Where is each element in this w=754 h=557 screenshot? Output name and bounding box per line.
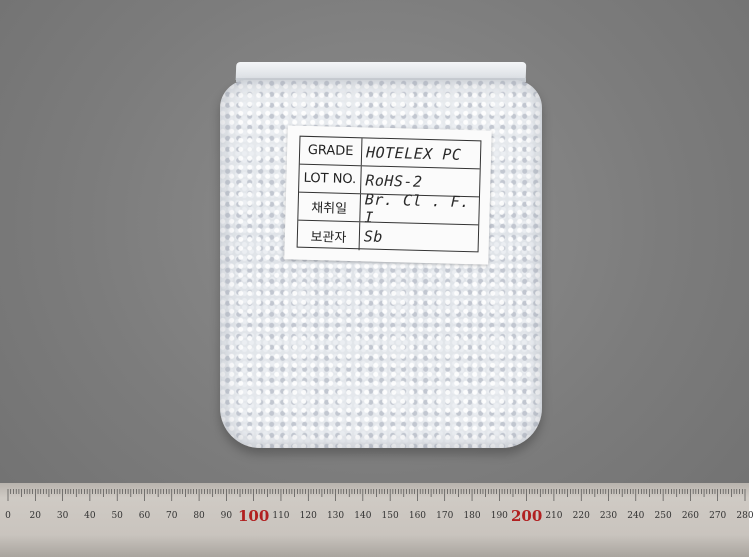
label-row-keeper: 보관자 Sb <box>297 220 479 254</box>
ruler-number: 0 <box>5 511 11 521</box>
label-table: GRADE HOTELEX PC LOT NO. RoHS-2 채취일 Br. … <box>296 135 482 254</box>
ruler-number: 110 <box>272 511 290 521</box>
ruler-number: 150 <box>381 511 399 521</box>
label-value: HOTELEX PC <box>365 142 462 164</box>
ruler-number: 210 <box>545 511 563 521</box>
label-value: Sb <box>363 227 384 246</box>
ruler-number: 230 <box>599 511 618 521</box>
label-header: GRADE <box>299 136 363 166</box>
ruler-tick-marks <box>7 489 746 501</box>
ruler-number: 180 <box>463 511 481 521</box>
ruler-number: 80 <box>193 511 205 521</box>
ruler-number: 250 <box>654 511 672 521</box>
label-header: 채취일 <box>298 192 362 222</box>
ruler-number: 120 <box>299 511 317 521</box>
ruler-number: 170 <box>436 511 454 521</box>
ruler-number: 100 <box>238 507 270 525</box>
ruler-number: 270 <box>709 511 727 521</box>
ruler-number: 200 <box>510 507 543 525</box>
ruler-number: 40 <box>84 511 96 521</box>
ruler-number: 140 <box>354 511 372 521</box>
ruler-number: 130 <box>326 511 345 521</box>
ruler-number: 60 <box>138 511 151 521</box>
ruler-number: 30 <box>56 511 69 521</box>
ruler-number: 50 <box>111 511 123 521</box>
ruler-number: 160 <box>408 511 427 521</box>
label-header: LOT NO. <box>299 164 362 194</box>
ruler-number: 90 <box>220 511 233 521</box>
ruler-number: 190 <box>490 511 508 521</box>
ruler-number: 260 <box>681 511 699 521</box>
ruler-number: 70 <box>166 511 178 521</box>
ruler-number: 220 <box>572 511 590 521</box>
label-header: 보관자 <box>297 220 361 251</box>
sample-label: GRADE HOTELEX PC LOT NO. RoHS-2 채취일 Br. … <box>284 125 492 265</box>
ruler-number: 20 <box>29 511 42 521</box>
ruler-number: 280 <box>736 511 754 521</box>
label-value: Br. Cl . F. I <box>364 189 470 227</box>
ruler-number: 240 <box>627 511 645 521</box>
